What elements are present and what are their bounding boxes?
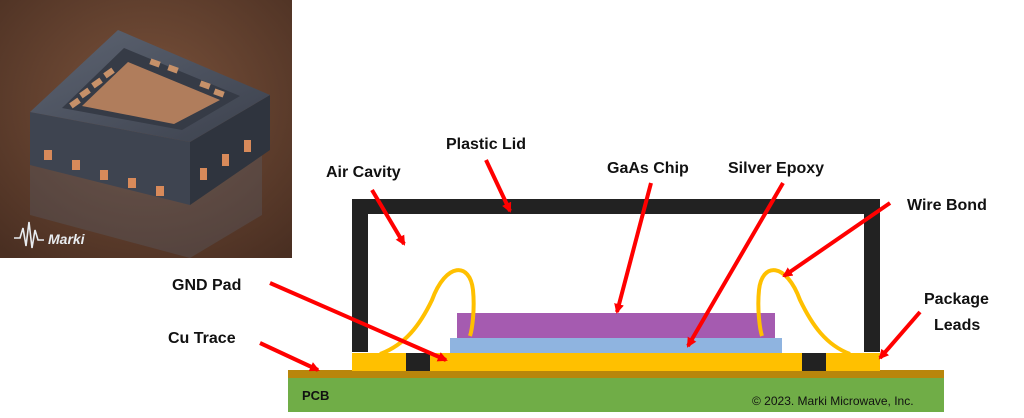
photo-logo-text: Marki <box>48 231 86 247</box>
silver-epoxy-layer <box>450 338 782 353</box>
label-gnd-pad: GND Pad <box>172 277 241 294</box>
left-lead-gap <box>406 353 430 371</box>
air-cavity-arrow <box>370 188 406 246</box>
label-cu-trace: Cu Trace <box>168 330 236 347</box>
plastic-lid-arrow <box>484 159 512 213</box>
gnd-pad-arrow <box>269 281 448 362</box>
gaas-chip <box>457 313 775 338</box>
copyright-notice: © 2023. Marki Microwave, Inc. <box>752 394 914 408</box>
label-wire-bond: Wire Bond <box>907 197 987 214</box>
cu-trace-arrow <box>259 341 320 372</box>
label-pcb: PCB <box>302 388 329 403</box>
package-photo: Marki <box>0 0 292 258</box>
gaas-chip-arrow <box>614 182 653 314</box>
label-plastic-lid: Plastic Lid <box>446 136 526 153</box>
right-package-lead <box>826 353 880 371</box>
cu-trace-layer <box>288 370 944 378</box>
marki-logo-wave-icon <box>14 221 44 249</box>
label-air-cavity: Air Cavity <box>326 164 401 181</box>
pcb-board <box>288 377 944 412</box>
package-leads-arrow <box>878 310 922 360</box>
left-wire-bond <box>379 268 476 356</box>
label-silver-epoxy: Silver Epoxy <box>728 160 824 177</box>
label-gaas-chip: GaAs Chip <box>607 160 689 177</box>
gnd-pad <box>430 353 802 371</box>
left-package-lead <box>352 353 406 371</box>
right-lead-gap <box>802 353 826 371</box>
wire-bond-arrow <box>782 201 892 278</box>
silver-epoxy-arrow <box>686 181 785 348</box>
label-package-leads-line2: Leads <box>934 317 980 334</box>
label-package-leads-line1: Package <box>924 291 989 308</box>
right-wire-bond <box>756 268 851 356</box>
